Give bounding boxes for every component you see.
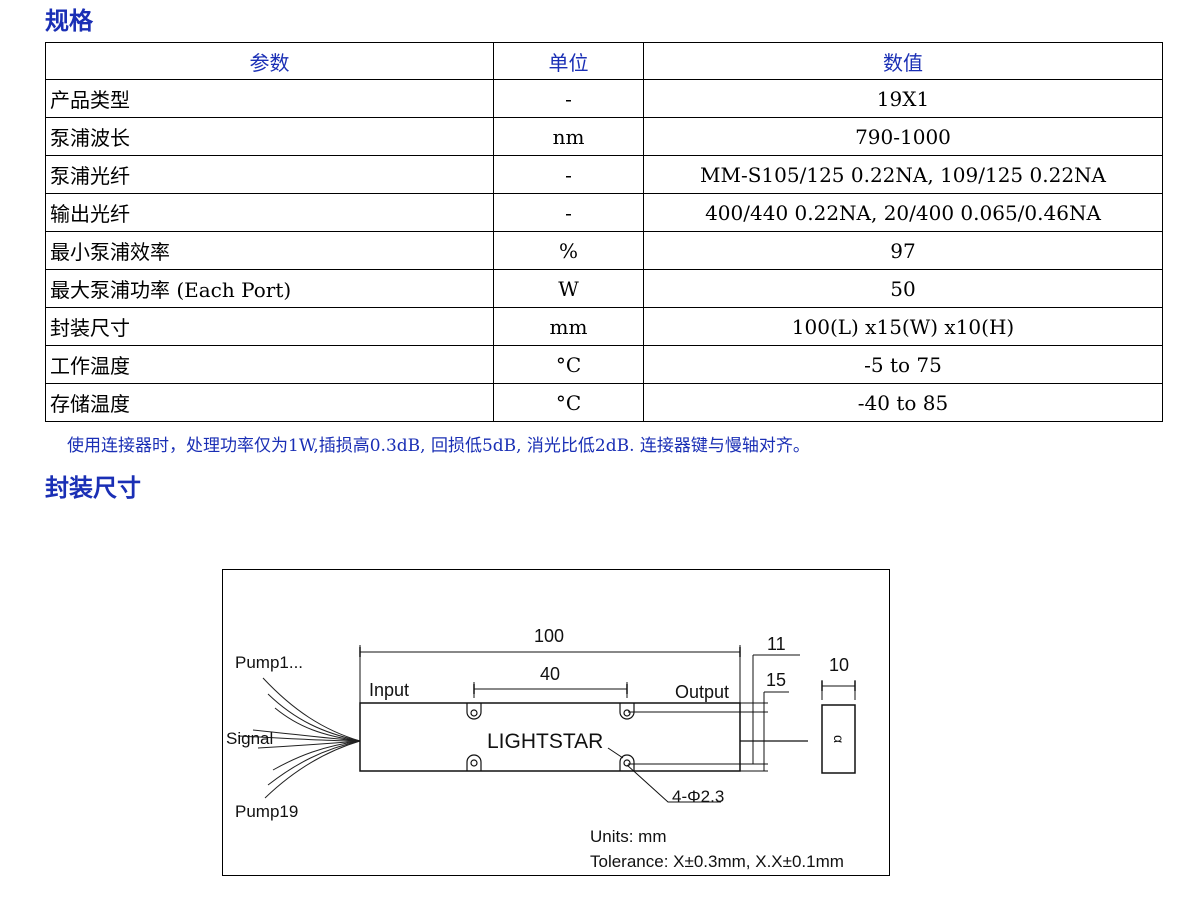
package-heading: 封装尺寸 <box>45 474 141 502</box>
dimension-width-15-label: 15 <box>766 670 786 690</box>
cell-param: 最小泵浦效率 <box>45 231 494 270</box>
cell-value: 790-1000 <box>643 117 1163 156</box>
dimension-width-11-label: 11 <box>767 634 786 654</box>
cell-unit: - <box>493 79 644 118</box>
dimension-hole-spacing-label: 40 <box>540 664 560 684</box>
pump-last-label: Pump19 <box>235 802 298 821</box>
fiber-bundle <box>237 677 361 799</box>
cell-value: 19X1 <box>643 79 1163 118</box>
tolerance-label: Tolerance: X±0.3mm, X.X±0.1mm <box>590 852 844 871</box>
usage-note: 使用连接器时，处理功率仅为1W,插损高0.3dB, 回损低5dB, 消光比低2d… <box>67 436 810 456</box>
table-row: 泵浦波长 nm 790-1000 <box>45 117 1163 156</box>
mounting-hole <box>466 754 482 771</box>
cell-unit: W <box>493 269 644 308</box>
mounting-hole <box>466 703 482 720</box>
dimension-hole-spacing-line <box>473 682 628 698</box>
input-label: Input <box>369 680 409 700</box>
header-unit: 单位 <box>493 42 644 80</box>
brand-label: LIGHTSTAR <box>487 730 603 753</box>
pump-first-label: Pump1... <box>235 653 303 672</box>
device-body <box>359 702 741 772</box>
table-row: 存储温度 °C -40 to 85 <box>45 383 1163 422</box>
cell-value: -40 to 85 <box>643 383 1163 422</box>
cell-unit: - <box>493 193 644 232</box>
table-header-row: 参数 单位 数值 <box>45 42 1163 80</box>
output-label: Output <box>675 682 729 702</box>
table-row: 产品类型 - 19X1 <box>45 79 1163 118</box>
dimension-height-label: 10 <box>829 655 849 675</box>
dimension-width-lines <box>628 654 800 772</box>
cell-param: 封装尺寸 <box>45 307 494 346</box>
hole-spec-label: 4-Φ2.3 <box>672 787 724 806</box>
dimension-height-line <box>821 680 856 700</box>
cell-unit: mm <box>493 307 644 346</box>
cell-param: 工作温度 <box>45 345 494 384</box>
cell-param: 存储温度 <box>45 383 494 422</box>
cell-param: 最大泵浦功率 (Each Port) <box>45 269 494 308</box>
cell-param: 产品类型 <box>45 79 494 118</box>
cell-value: MM-S105/125 0.22NA, 109/125 0.22NA <box>643 155 1163 194</box>
signal-label: Signal <box>226 729 273 748</box>
package-drawing-svg: Pump1... Signal Pump19 Input Output LIGH… <box>226 626 856 871</box>
cell-value: 100(L) x15(W) x10(H) <box>643 307 1163 346</box>
table-row: 工作温度 °C -5 to 75 <box>45 345 1163 384</box>
cell-value: -5 to 75 <box>643 345 1163 384</box>
table-row: 输出光纤 - 400/440 0.22NA, 20/400 0.065/0.46… <box>45 193 1163 232</box>
cell-param: 泵浦波长 <box>45 117 494 156</box>
mounting-hole <box>619 703 635 720</box>
spec-heading: 规格 <box>45 7 93 35</box>
header-value: 数值 <box>643 42 1163 80</box>
table-row: 最小泵浦效率 % 97 <box>45 231 1163 270</box>
spec-table: 参数 单位 数值 产品类型 - 19X1 泵浦波长 nm 790-1000 泵浦… <box>45 42 1163 422</box>
dimension-length-label: 100 <box>534 626 564 646</box>
table-row: 最大泵浦功率 (Each Port) W 50 <box>45 269 1163 308</box>
cell-param: 输出光纤 <box>45 193 494 232</box>
mounting-hole <box>619 754 635 771</box>
cell-unit: - <box>493 155 644 194</box>
units-label: Units: mm <box>590 827 667 846</box>
side-mark: α <box>831 735 847 743</box>
table-row: 封装尺寸 mm 100(L) x15(W) x10(H) <box>45 307 1163 346</box>
cell-unit: nm <box>493 117 644 156</box>
dimension-length-line <box>359 645 741 703</box>
cell-unit: °C <box>493 383 644 422</box>
brand-leader <box>607 747 624 759</box>
package-drawing: Pump1... Signal Pump19 Input Output LIGH… <box>222 569 890 876</box>
header-param: 参数 <box>45 42 494 80</box>
hole-leader <box>626 764 721 803</box>
side-view-body <box>821 704 856 774</box>
table-row: 泵浦光纤 - MM-S105/125 0.22NA, 109/125 0.22N… <box>45 155 1163 194</box>
cell-param: 泵浦光纤 <box>45 155 494 194</box>
cell-unit: °C <box>493 345 644 384</box>
cell-unit: % <box>493 231 644 270</box>
cell-value: 400/440 0.22NA, 20/400 0.065/0.46NA <box>643 193 1163 232</box>
cell-value: 97 <box>643 231 1163 270</box>
cell-value: 50 <box>643 269 1163 308</box>
